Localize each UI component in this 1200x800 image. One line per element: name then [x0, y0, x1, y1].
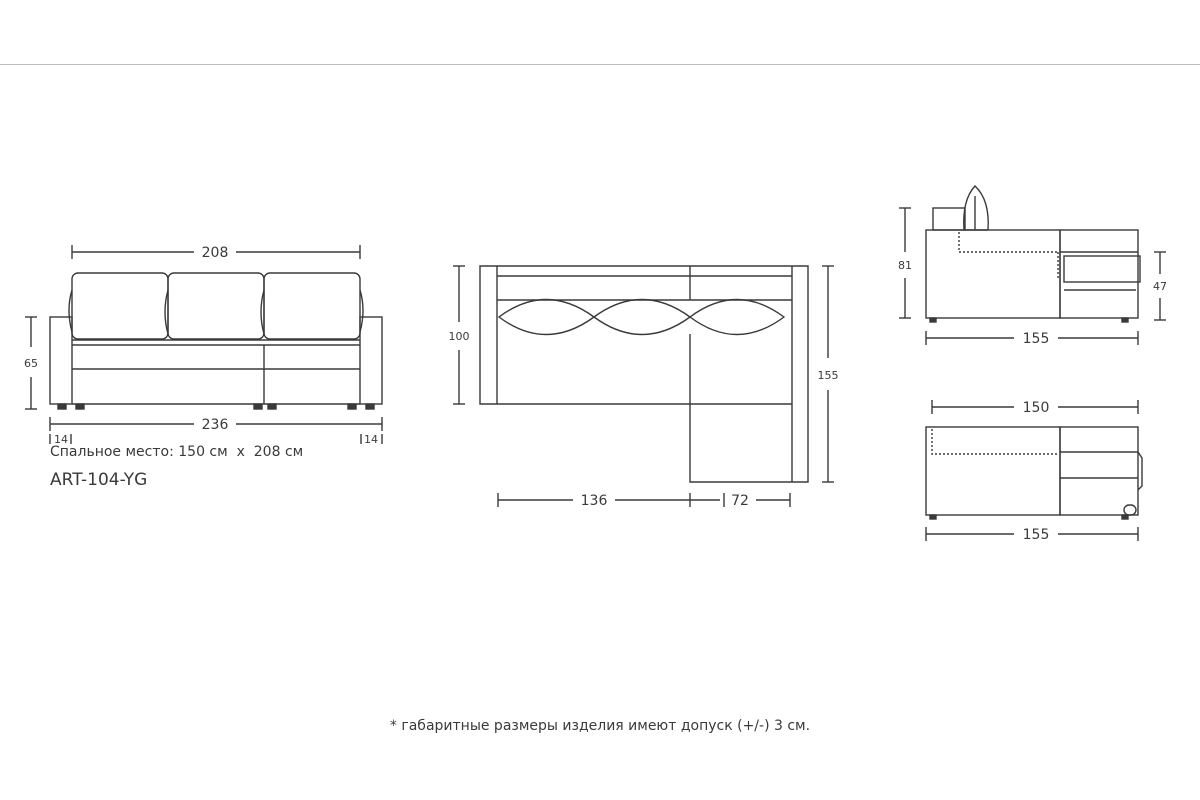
unfolded-sofa-outline	[925, 426, 1143, 520]
model-code: ART-104-YG	[50, 470, 148, 490]
plan-view: 100 155 136 72	[449, 265, 839, 509]
unfolded-width-155-label: 155	[1023, 527, 1050, 543]
plan-depth-100-dim: 100	[449, 265, 470, 405]
plan-depth-155-dim: 155	[818, 265, 839, 483]
side-seat-47-dim: 47	[1153, 251, 1167, 321]
unfolded-width-150-label: 150	[1023, 400, 1050, 416]
side-view-unfolded: 150 155	[925, 400, 1143, 543]
plan-length-136-dim: 136	[497, 493, 691, 509]
side-depth-155-label: 155	[1023, 331, 1050, 347]
plan-depth-100-label: 100	[449, 330, 470, 343]
plan-length-72-label: 72	[731, 493, 749, 509]
front-height-65-dim: 65	[24, 316, 38, 410]
top-divider	[0, 64, 1200, 65]
front-arm-right-label: 14	[364, 433, 378, 446]
front-arm-14-dims: 14 14	[49, 433, 383, 446]
front-height-65-label: 65	[24, 357, 38, 370]
plan-sofa-outline	[479, 265, 809, 483]
plan-depth-155-label: 155	[818, 369, 839, 382]
plan-length-136-label: 136	[581, 493, 608, 509]
unfolded-width-150-dim: 150	[931, 400, 1139, 416]
side-height-81-dim: 81	[898, 207, 912, 319]
tolerance-footnote: * габаритные размеры изделия имеют допус…	[389, 718, 811, 734]
front-width-236-dim: 236	[49, 417, 383, 433]
side-height-81-label: 81	[898, 259, 912, 272]
unfolded-width-155-dim: 155	[925, 527, 1139, 543]
plan-length-72-dim: 72	[690, 493, 791, 509]
side-depth-155-dim: 155	[925, 331, 1139, 347]
sleeping-area-text: Спальное место: 150 см x 208 см	[50, 444, 304, 460]
front-width-208-label: 208	[202, 245, 229, 261]
front-width-208-dim: 208	[71, 245, 361, 261]
front-view: 208	[24, 245, 383, 446]
side-seat-47-label: 47	[1153, 280, 1167, 293]
front-width-236-label: 236	[202, 417, 229, 433]
front-arm-left-label: 14	[54, 433, 68, 446]
front-sofa-outline	[49, 272, 383, 410]
side-sofa-outline	[925, 185, 1141, 323]
side-view-assembled: 81 47 155	[898, 185, 1167, 347]
